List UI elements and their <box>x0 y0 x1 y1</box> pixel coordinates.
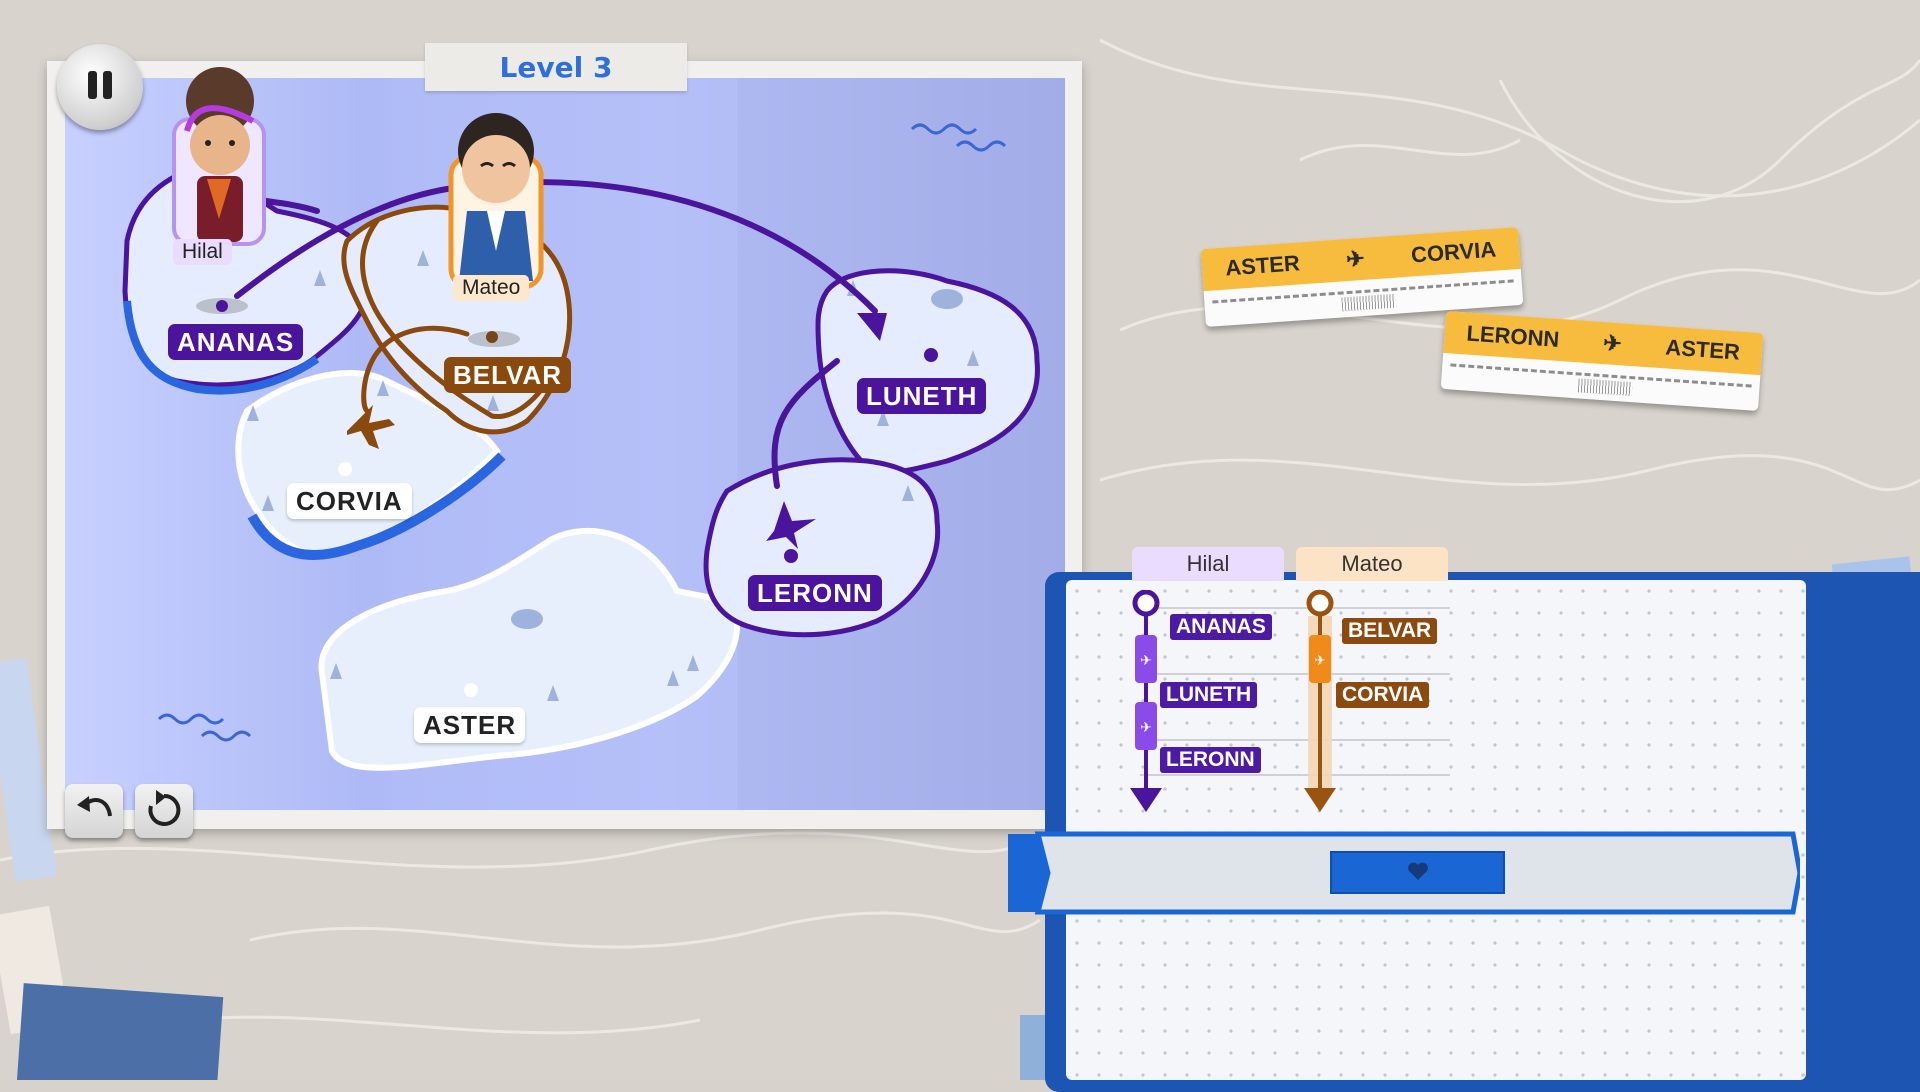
hilal-track: ✈ ✈ <box>1130 590 1162 812</box>
route-hilal-luneth-leronn <box>771 358 840 489</box>
hilal-name-tag: Hilal <box>173 239 232 265</box>
restart-icon <box>144 790 184 832</box>
mateo-track: ✈ <box>1304 590 1336 812</box>
ticket-from: ASTER <box>1224 250 1301 281</box>
city-label-belvar[interactable]: BELVAR <box>444 357 572 393</box>
map-board: Hilal Mateo ANANAS BELVAR CORVIA LUNETH … <box>47 61 1082 829</box>
city-label-ananas[interactable]: ANANAS <box>168 324 304 360</box>
ticket-from: LERONN <box>1465 320 1561 352</box>
tab-mateo[interactable]: Mateo <box>1296 547 1448 581</box>
heart-icon <box>1406 860 1430 886</box>
undo-button[interactable] <box>65 784 123 838</box>
hilal-stop-1: ANANAS <box>1170 614 1272 640</box>
restart-button[interactable] <box>135 784 193 838</box>
hilal-stop-3: LERONN <box>1160 747 1261 773</box>
itinerary-page <box>1066 580 1806 1080</box>
plane-icon: ✈ <box>1602 330 1623 357</box>
pause-button[interactable] <box>57 44 143 130</box>
mateo-name-tag: Mateo <box>453 275 530 301</box>
svg-text:✈: ✈ <box>1140 653 1152 669</box>
barcode <box>1341 293 1397 312</box>
city-label-leronn[interactable]: LERONN <box>748 575 882 611</box>
level-title: Level 3 <box>425 43 687 91</box>
barcode <box>1577 378 1633 397</box>
mateo-stop-1: BELVAR <box>1342 618 1438 644</box>
hilal-stop-2: LUNETH <box>1160 682 1258 708</box>
tab-hilal[interactable]: Hilal <box>1132 547 1284 581</box>
route-mateo-belvar-corvia <box>361 325 470 414</box>
city-label-aster[interactable]: ASTER <box>414 707 526 743</box>
pause-icon <box>82 67 118 107</box>
hilal-avatar[interactable] <box>172 67 266 246</box>
mateo-avatar[interactable] <box>448 113 544 290</box>
world-map <box>65 67 1065 810</box>
itinerary-tracks: ✈ ✈ ✈ <box>1130 590 1450 812</box>
city-label-luneth[interactable]: LUNETH <box>857 378 987 414</box>
confirm-button[interactable] <box>1330 851 1505 894</box>
plane-icon: ✈ <box>1345 245 1366 273</box>
ticket-to: CORVIA <box>1410 236 1497 268</box>
ticket-to: ASTER <box>1664 334 1741 365</box>
city-label-corvia[interactable]: CORVIA <box>287 483 412 519</box>
undo-icon <box>74 792 114 830</box>
svg-text:✈: ✈ <box>1314 653 1326 669</box>
svg-text:✈: ✈ <box>1140 720 1152 736</box>
mateo-stop-2: CORVIA <box>1336 682 1430 708</box>
